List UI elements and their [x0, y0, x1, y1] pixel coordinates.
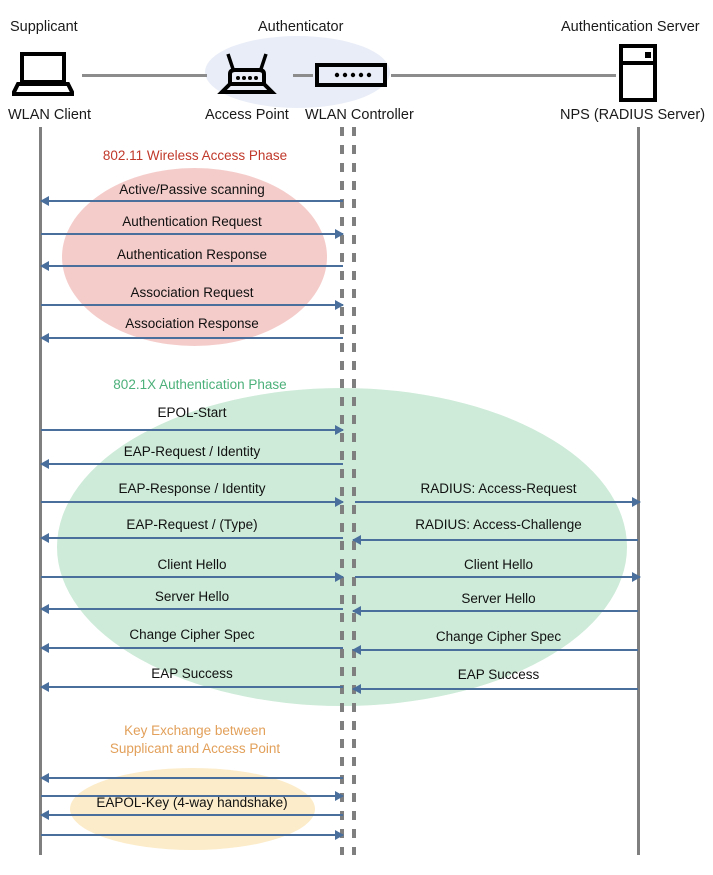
- msg-label-left-9: Client Hello: [157, 557, 227, 572]
- wlan-controller-icon: [315, 62, 387, 88]
- msg-label-left-5: EPOL-Start: [157, 405, 227, 420]
- msg-arrow-left-5: [41, 425, 344, 435]
- msg-arrow-left-9: [41, 572, 344, 582]
- msg-label-right-3: Server Hello: [461, 591, 536, 606]
- msg-label-left-7: EAP-Response / Identity: [118, 481, 266, 496]
- msg-arrow-right-4: [352, 645, 638, 655]
- msg-label-left-6: EAP-Request / Identity: [123, 444, 261, 459]
- lifeline-supplicant: [39, 127, 42, 855]
- phase-title-key-exchange-line1: Key Exchange between: [124, 723, 266, 738]
- msg-arrow-left-12: [40, 682, 343, 692]
- msg-arrow-left-8: [40, 533, 343, 543]
- wire-client-to-ap: [82, 74, 207, 77]
- msg-arrow-left-14: [41, 791, 344, 801]
- node-label-wlan-client: WLAN Client: [8, 107, 91, 123]
- msg-label-left-0: Active/Passive scanning: [119, 182, 265, 197]
- lifeline-wlan-controller: [352, 127, 356, 855]
- msg-arrow-left-2: [40, 261, 343, 271]
- node-label-access-point: Access Point: [205, 107, 289, 123]
- msg-arrow-right-0: [355, 497, 641, 507]
- msg-arrow-left-3: [41, 300, 344, 310]
- msg-label-right-2: Client Hello: [463, 557, 534, 572]
- wire-controller-to-server: [391, 74, 616, 77]
- server-icon: [619, 44, 659, 102]
- role-label-authentication-server: Authentication Server: [561, 19, 700, 35]
- msg-arrow-left-11: [40, 643, 343, 653]
- phase-title-dot1x: 802.1X Authentication Phase: [113, 377, 287, 392]
- msg-label-left-3: Association Request: [130, 285, 254, 300]
- msg-arrow-left-6: [40, 459, 343, 469]
- msg-label-left-14: EAPOL-Key (4-way handshake): [96, 795, 288, 810]
- msg-label-left-12: EAP Success: [151, 666, 233, 681]
- lifeline-auth-server: [637, 127, 640, 855]
- msg-arrow-left-1: [41, 229, 344, 239]
- laptop-icon: [9, 52, 77, 96]
- msg-label-left-10: Server Hello: [154, 589, 230, 604]
- msg-arrow-left-4: [40, 333, 343, 343]
- node-label-wlan-controller: WLAN Controller: [305, 107, 414, 123]
- phase-title-key-exchange-line2: Supplicant and Access Point: [109, 741, 281, 756]
- msg-label-left-4: Association Response: [125, 316, 259, 331]
- msg-arrow-right-1: [352, 535, 638, 545]
- msg-label-right-0: RADIUS: Access-Request: [420, 481, 577, 496]
- access-point-icon: [216, 50, 278, 96]
- msg-label-right-5: EAP Success: [457, 667, 540, 682]
- msg-arrow-left-13: [40, 773, 343, 783]
- phase-region-key-exchange: [70, 768, 315, 850]
- msg-arrow-left-15: [40, 810, 343, 820]
- msg-label-left-11: Change Cipher Spec: [129, 627, 255, 642]
- phase-title-wireless: 802.11 Wireless Access Phase: [102, 148, 288, 163]
- node-label-nps-radius-server: NPS (RADIUS Server): [560, 107, 706, 123]
- msg-arrow-right-2: [355, 572, 641, 582]
- msg-arrow-left-16: [41, 830, 344, 840]
- phase-region-wireless: [62, 168, 327, 346]
- msg-arrow-right-5: [352, 684, 638, 694]
- role-label-authenticator: Authenticator: [258, 19, 344, 35]
- msg-label-left-8: EAP-Request / (Type): [126, 517, 258, 532]
- wire-ap-to-controller: [293, 74, 313, 77]
- msg-label-left-1: Authentication Request: [122, 214, 262, 229]
- msg-arrow-right-3: [352, 606, 638, 616]
- msg-label-left-2: Authentication Response: [116, 247, 268, 262]
- lifeline-access-point: [340, 127, 344, 855]
- msg-label-right-1: RADIUS: Access-Challenge: [415, 517, 582, 532]
- msg-arrow-left-0: [40, 196, 343, 206]
- msg-arrow-left-10: [40, 604, 343, 614]
- msg-label-right-4: Change Cipher Spec: [435, 629, 562, 644]
- role-label-supplicant: Supplicant: [10, 19, 78, 35]
- msg-arrow-left-7: [41, 497, 344, 507]
